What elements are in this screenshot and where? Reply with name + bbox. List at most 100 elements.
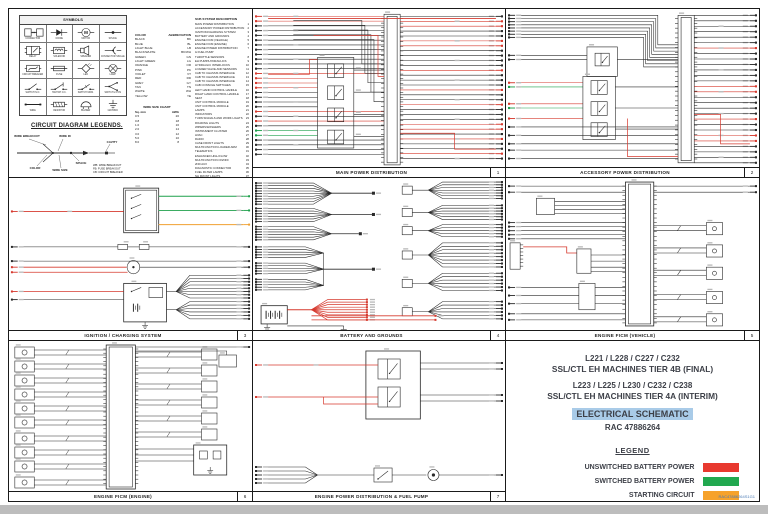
wire-size-chart-title: WIRE SIZE CHART	[143, 105, 171, 109]
panel-title-bar: ENGINE POWER DISTRIBUTION & FUEL PUMP 7	[253, 491, 505, 501]
schematic-engine-ficm-engine	[14, 342, 251, 490]
panel-engine-ficm-vehicle: ENGINE FICM (VEHICLE) 5	[506, 178, 759, 341]
circuit-breaker-symbol: CIRCUIT BREAKER	[20, 61, 47, 79]
subsystem-row: & FUEL PUMP	[195, 50, 214, 55]
panel-engine-power-distribution-fuel-pump: ENGINE POWER DISTRIBUTION & FUEL PUMP 7	[253, 341, 506, 501]
schematic-battery-and-grounds	[255, 181, 503, 330]
symbol-label: LED	[83, 73, 88, 76]
panel-number: 6	[237, 492, 252, 501]
symbol-label: SPEAKER	[80, 55, 92, 58]
panel-title-bar: MAIN POWER DISTRIBUTION 1	[253, 167, 505, 177]
panel-number: 5	[744, 331, 759, 340]
led-symbol: LED	[73, 61, 100, 79]
viewer-bottom-bar	[0, 505, 768, 514]
symbol-label: CIRCUIT BREAKER	[22, 73, 44, 76]
symbol-label: DIODE	[55, 37, 63, 40]
fuse-symbol: FUSE	[46, 61, 73, 79]
ground-symbol: GROUND	[100, 97, 127, 115]
rac-number: RAC 47886264	[604, 423, 661, 432]
panel-title: ACCESSORY POWER DISTRIBUTION	[580, 170, 670, 175]
connector-symbol: CONNECTOR	[20, 25, 47, 43]
svg-text:WB: WIRE BREAKOUT: WB: WIRE BREAKOUT	[93, 163, 122, 167]
symbol-label: SOLENOID	[53, 55, 66, 58]
svg-text:SPLICE: SPLICE	[76, 161, 87, 165]
panel-title-bar: ENGINE FICM (ENGINE) 6	[9, 491, 252, 501]
schematic-engine-ficm-vehicle	[508, 179, 757, 327]
schematic-ignition-charging-system	[10, 185, 251, 329]
speaker-symbol: SPEAKER	[73, 43, 100, 61]
buzzer-symbol: BUZZER	[73, 97, 100, 115]
panel-ignition-charging-system: IGNITION / CHARGING SYSTEM 3	[9, 178, 253, 341]
splice-symbol: SPLICE	[99, 25, 126, 43]
switch-momentary-symbol: SWITCH MOM.	[73, 79, 100, 97]
machine-description-4b: SSL/CTL EH MACHINES TIER 4B (FINAL)	[551, 364, 714, 374]
symbol-label: SWITCH N.C.	[52, 91, 67, 94]
svg-text:COLOR: COLOR	[30, 166, 42, 170]
panel-number: 4	[490, 331, 505, 340]
svg-text:CB: CIRCUIT BREAKER: CB: CIRCUIT BREAKER	[93, 170, 123, 174]
panel-title: ENGINE POWER DISTRIBUTION & FUEL PUMP	[314, 494, 429, 499]
schematic-main-power-distribution	[255, 11, 503, 166]
panel-title: IGNITION / CHARGING SYSTEM	[84, 333, 162, 338]
electrical-schematic-title: ELECTRICAL SCHEMATIC	[572, 408, 693, 420]
subsystem-row: ENGINE FICM (VEHICLE)5	[195, 38, 249, 42]
symbol-label: RESISTOR	[53, 110, 66, 112]
panel-number: 3	[237, 331, 252, 340]
panel-title-bar: IGNITION / CHARGING SYSTEM 3	[9, 330, 252, 340]
legend-row-label: SWITCHED BATTERY POWER	[594, 478, 695, 485]
symbol-label: GROUND	[107, 110, 118, 112]
panel-title: BATTERY AND GROUNDS	[340, 333, 403, 338]
symbol-label: SPLICE	[108, 37, 117, 40]
symbol-label: FUSE	[56, 73, 63, 76]
circuit-diagram-legends-title: CIRCUIT DIAGRAM LEGENDS.	[31, 123, 123, 129]
panel-title-bar: BATTERY AND GROUNDS 4	[253, 330, 505, 340]
panel-title-bar: ACCESSORY POWER DISTRIBUTION 2	[506, 167, 759, 177]
svg-text:WIRE BREAKOUT: WIRE BREAKOUT	[14, 134, 40, 138]
